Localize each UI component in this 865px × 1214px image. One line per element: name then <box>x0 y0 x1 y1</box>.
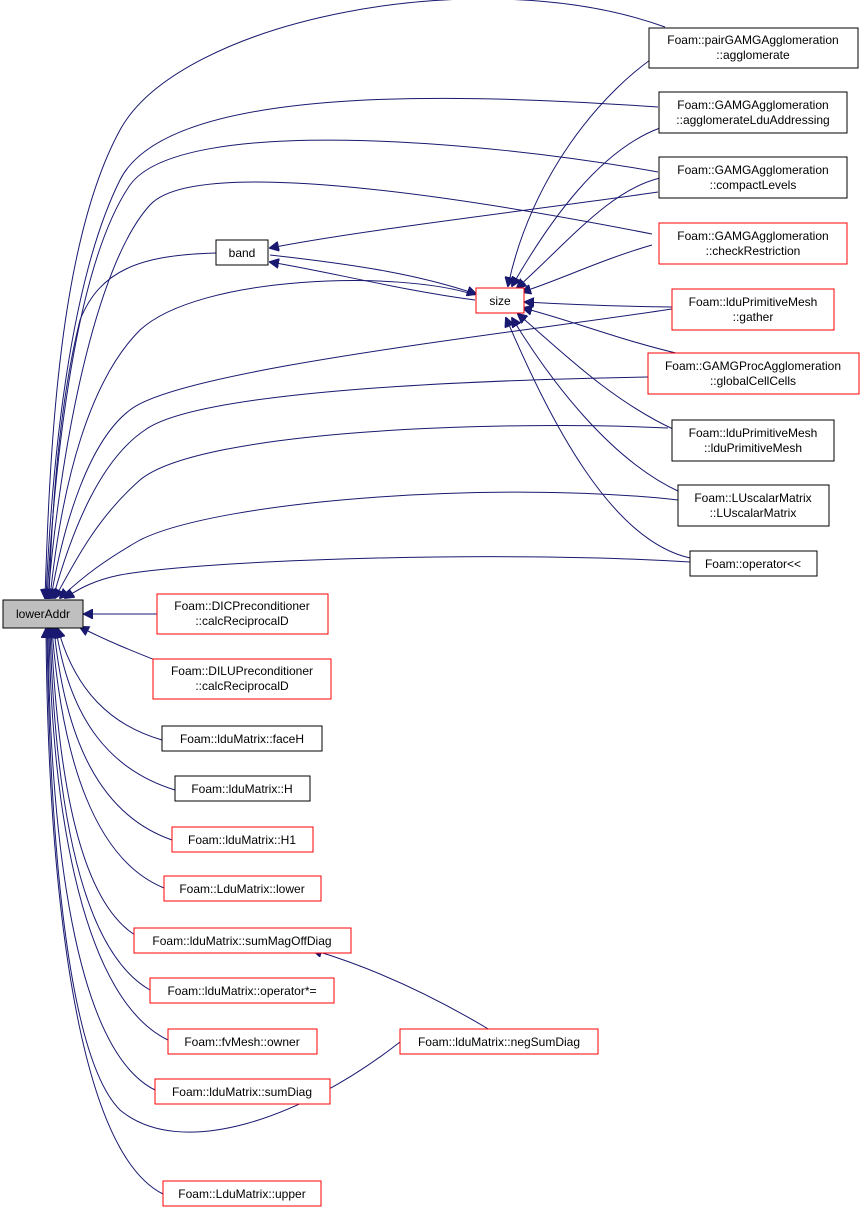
node-H[interactable]: Foam::lduMatrix::H <box>174 775 311 802</box>
node-sumMag[interactable]: Foam::lduMatrix::sumMagOffDiag <box>133 927 352 954</box>
edge-opLL-lowerAddr <box>65 556 691 598</box>
node-pairAgg[interactable]: Foam::pairGAMGAgglomeration ::agglomerat… <box>648 27 859 69</box>
node-H1[interactable]: Foam::lduMatrix::H1 <box>171 826 314 853</box>
node-size[interactable]: size <box>475 287 525 314</box>
node-lduPrim-line2: ::lduPrimitiveMesh <box>704 441 802 455</box>
node-dic-line2: ::calcReciprocalD <box>195 614 289 628</box>
nodes: lowerAddr band size Foam::pairGAMGAgglom… <box>2 27 860 1207</box>
edge-size-lowerAddr <box>50 280 476 598</box>
node-negSum[interactable]: Foam::lduMatrix::negSumDiag <box>399 1028 599 1055</box>
node-lduPrim[interactable]: Foam::lduPrimitiveMesh ::lduPrimitiveMes… <box>671 419 835 462</box>
node-lowerAddr[interactable]: lowerAddr <box>2 599 84 629</box>
node-opMul[interactable]: Foam::lduMatrix::operator*= <box>149 977 335 1004</box>
edge-dilu-lowerAddr <box>80 627 161 663</box>
edge-checkRes-size <box>522 244 653 292</box>
edge-lduPrim-size <box>518 314 676 431</box>
node-aggLdu-line2: ::agglomerateLduAddressing <box>676 113 829 127</box>
edge-gather-lowerAddr <box>51 308 673 598</box>
node-dic-line1: Foam::DICPreconditioner <box>174 599 309 613</box>
node-opLL-label: Foam::operator<< <box>705 557 801 571</box>
node-dilu[interactable]: Foam::DILUPreconditioner ::calcReciproca… <box>152 658 332 700</box>
edge-lduPrim-lowerAddr <box>55 425 669 598</box>
node-pairAgg-line2: ::agglomerate <box>716 48 790 62</box>
edge-aggLdu-size <box>512 127 661 286</box>
node-opMul-label: Foam::lduMatrix::operator*= <box>167 984 316 998</box>
node-opLL[interactable]: Foam::operator<< <box>689 550 818 577</box>
edge-negSum-lowerAddr <box>47 629 401 1133</box>
node-gather-line1: Foam::lduPrimitiveMesh <box>689 295 818 309</box>
edges <box>45 0 691 1195</box>
edge-checkRes-lowerAddr <box>48 181 653 598</box>
edge-compact-lowerAddr <box>47 139 659 598</box>
edge-size-band <box>270 262 476 301</box>
edge-pairAgg-size <box>508 49 666 286</box>
node-globalCell[interactable]: Foam::GAMGProcAgglomeration ::globalCell… <box>647 352 860 395</box>
node-lower-label: Foam::LduMatrix::lower <box>179 882 304 896</box>
node-lowerAddr-label: lowerAddr <box>16 607 70 621</box>
node-pairAgg-line1: Foam::pairGAMGAgglomeration <box>667 33 838 47</box>
node-aggLdu[interactable]: Foam::GAMGAgglomeration ::agglomerateLdu… <box>658 91 848 134</box>
edge-globalCell-lowerAddr <box>53 376 649 598</box>
node-faceH-label: Foam::lduMatrix::faceH <box>180 732 304 746</box>
node-checkRes-line1: Foam::GAMGAgglomeration <box>677 229 828 243</box>
node-lower[interactable]: Foam::LduMatrix::lower <box>163 875 322 902</box>
node-H1-label: Foam::lduMatrix::H1 <box>188 833 296 847</box>
edge-compact-size <box>517 177 661 288</box>
node-sumDiag[interactable]: Foam::lduMatrix::sumDiag <box>154 1078 331 1105</box>
node-lduPrim-line1: Foam::lduPrimitiveMesh <box>689 426 818 440</box>
node-checkRes[interactable]: Foam::GAMGAgglomeration ::checkRestricti… <box>658 222 848 265</box>
node-gather-line2: ::gather <box>733 310 774 324</box>
edge-sumMag-lowerAddr <box>51 629 136 936</box>
edge-negSum-sumMag <box>313 950 491 1031</box>
edge-opLL-size <box>506 318 691 559</box>
node-dilu-line2: ::calcReciprocalD <box>195 679 289 693</box>
node-dic[interactable]: Foam::DICPreconditioner ::calcReciprocal… <box>156 593 329 635</box>
node-upper[interactable]: Foam::LduMatrix::upper <box>162 1180 322 1207</box>
edge-upper-lowerAddr <box>46 629 164 1195</box>
edge-gather-size <box>525 302 673 307</box>
node-band-label: band <box>229 246 256 260</box>
edge-faceH-lowerAddr <box>58 629 163 741</box>
edge-lower-lowerAddr <box>52 629 165 889</box>
edge-compact-band <box>270 191 659 248</box>
node-upper-label: Foam::LduMatrix::upper <box>178 1187 305 1201</box>
edge-pairAgg-lowerAddr <box>45 0 666 598</box>
edge-H-lowerAddr <box>56 629 176 791</box>
node-sumDiag-label: Foam::lduMatrix::sumDiag <box>172 1085 312 1099</box>
node-sumMag-label: Foam::lduMatrix::sumMagOffDiag <box>152 934 331 948</box>
edge-globalCell-size <box>523 308 681 355</box>
edge-owner-lowerAddr <box>49 629 169 1041</box>
node-band[interactable]: band <box>215 239 269 266</box>
node-dilu-line1: Foam::DILUPreconditioner <box>171 664 313 678</box>
edge-opMul-lowerAddr <box>50 629 151 991</box>
node-negSum-label: Foam::lduMatrix::negSumDiag <box>418 1035 580 1049</box>
node-owner[interactable]: Foam::fvMesh::owner <box>167 1028 318 1055</box>
edge-band-size <box>269 254 476 294</box>
edge-band-lowerAddr <box>49 252 217 598</box>
node-luScalar-line1: Foam::LUscalarMatrix <box>694 491 811 505</box>
edge-luScalar-lowerAddr <box>60 491 679 598</box>
node-luScalar-line2: ::LUscalarMatrix <box>710 506 797 520</box>
edge-H1-lowerAddr <box>54 629 173 841</box>
node-compact-line2: ::compactLevels <box>710 178 797 192</box>
node-luScalar[interactable]: Foam::LUscalarMatrix ::LUscalarMatrix <box>677 484 830 527</box>
node-compact-line1: Foam::GAMGAgglomeration <box>677 163 828 177</box>
node-aggLdu-line1: Foam::GAMGAgglomeration <box>677 98 828 112</box>
edge-aggLdu-lowerAddr <box>46 97 659 598</box>
node-owner-label: Foam::fvMesh::owner <box>184 1035 299 1049</box>
node-faceH[interactable]: Foam::lduMatrix::faceH <box>161 725 323 752</box>
node-size-label: size <box>489 294 511 308</box>
node-globalCell-line1: Foam::GAMGProcAgglomeration <box>665 359 841 373</box>
node-gather[interactable]: Foam::lduPrimitiveMesh ::gather <box>671 288 835 331</box>
node-checkRes-line2: ::checkRestriction <box>706 244 801 258</box>
node-globalCell-line2: ::globalCellCells <box>710 374 796 388</box>
edge-sumDiag-lowerAddr <box>48 629 156 1091</box>
node-H-label: Foam::lduMatrix::H <box>191 782 292 796</box>
edge-luScalar-size <box>512 318 681 493</box>
node-compact[interactable]: Foam::GAMGAgglomeration ::compactLevels <box>658 156 848 199</box>
